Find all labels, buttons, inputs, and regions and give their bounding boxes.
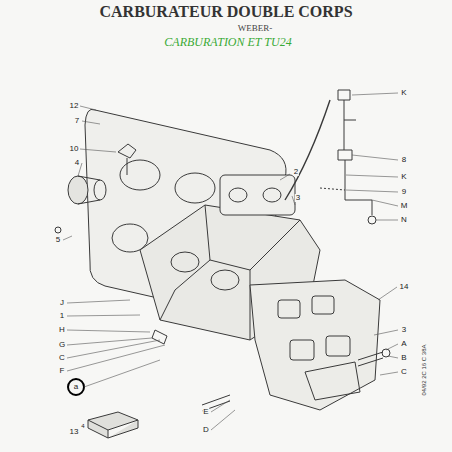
callout-letter: K xyxy=(400,89,407,97)
callout-letter: K xyxy=(400,173,407,181)
callout-number: 4 xyxy=(80,423,85,429)
callout-number: 2 xyxy=(293,168,299,176)
callout-number: 3 xyxy=(295,194,301,202)
callout-number: 9 xyxy=(401,188,407,196)
subtitle: CARBURATION ET TU24 xyxy=(164,36,291,48)
callout-number: 12 xyxy=(69,102,80,110)
callout-number: 7 xyxy=(74,117,80,125)
callout-number: 4 xyxy=(74,159,80,167)
callout-number: 8 xyxy=(401,156,407,164)
page-title: CARBURATEUR DOUBLE CORPS xyxy=(99,4,352,20)
callout-letter: C xyxy=(58,354,66,362)
reference-code: 04/92 2C 16 C 38A xyxy=(421,344,427,395)
callout-letter: F xyxy=(59,367,66,375)
callout-letter: E xyxy=(202,408,209,416)
callout-number: 13 xyxy=(69,428,80,436)
brand-text: WEBER- xyxy=(238,24,273,33)
callout-number: 5 xyxy=(55,236,61,244)
callout-number: 3 xyxy=(401,326,407,334)
callout-letter: B xyxy=(400,354,407,362)
callout-letter: J xyxy=(59,299,65,307)
callout-letter: a xyxy=(73,383,79,391)
callout-number: 10 xyxy=(69,145,80,153)
callout-number: 1 xyxy=(59,312,65,320)
callout-letter: C xyxy=(400,368,408,376)
callout-letter: G xyxy=(58,341,66,349)
callout-letter: M xyxy=(400,202,409,210)
callout-letter: N xyxy=(400,216,408,224)
callout-letter: D xyxy=(202,426,210,434)
callout-number: 14 xyxy=(399,283,410,291)
callout-letter: H xyxy=(58,326,66,334)
callout-letter: A xyxy=(400,340,407,348)
